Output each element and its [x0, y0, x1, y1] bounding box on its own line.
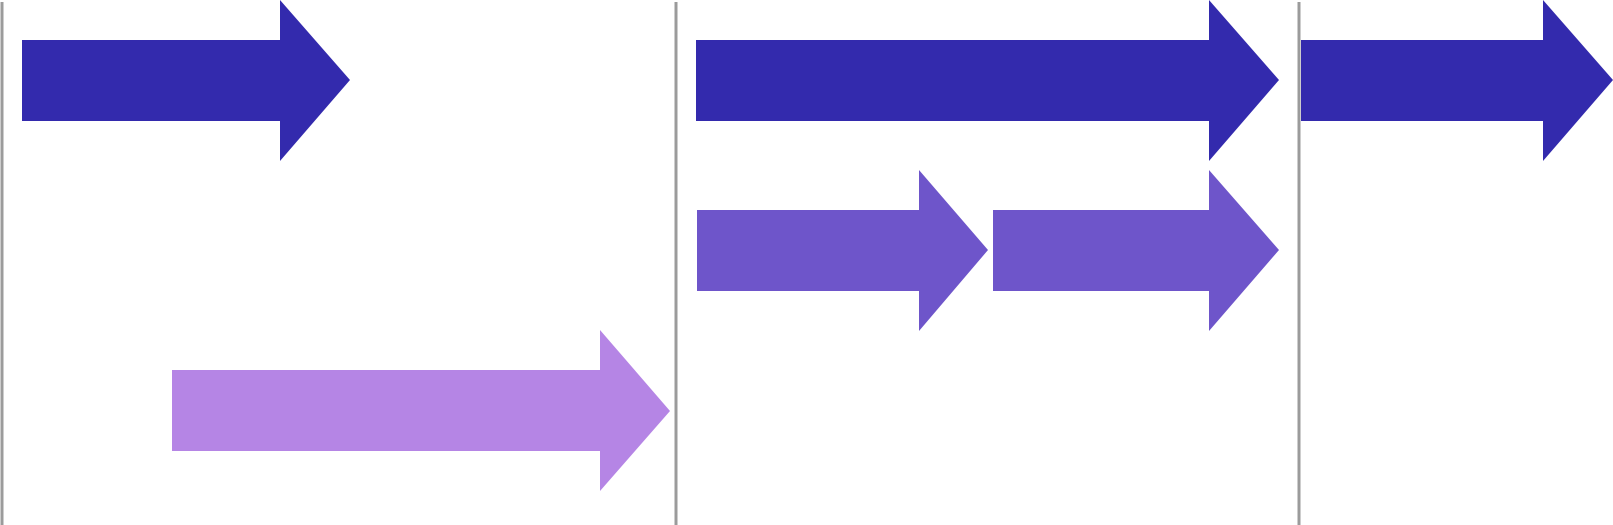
- arrow-row3-a: [172, 330, 670, 491]
- arrow-group: [22, 0, 1613, 491]
- arrow-row2-b: [993, 170, 1279, 331]
- arrow-row2-a: [697, 170, 988, 331]
- arrow-row1-b: [696, 0, 1279, 161]
- arrow-row1-a: [22, 0, 350, 161]
- arrow-row1-c: [1301, 0, 1613, 161]
- divider-group: [0, 2, 1301, 525]
